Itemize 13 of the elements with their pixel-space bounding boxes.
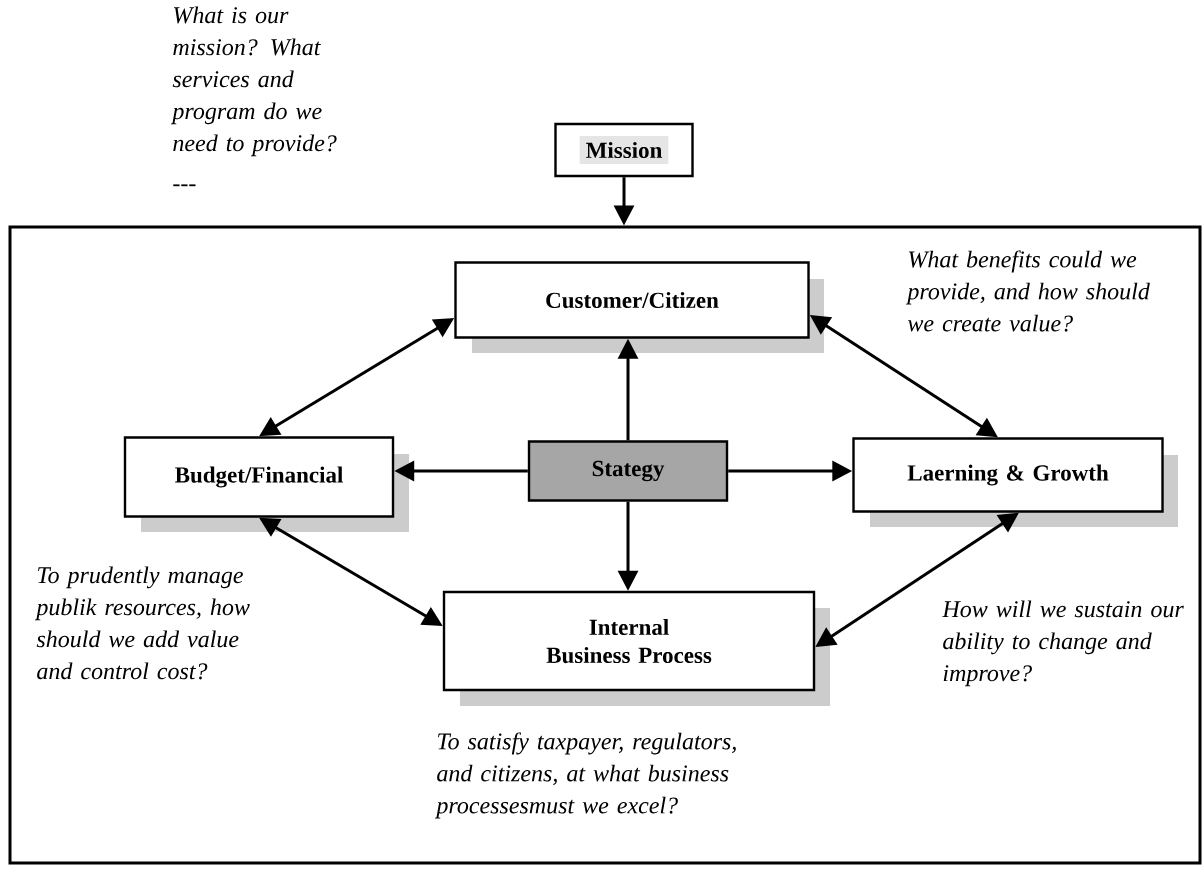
question-text: What is our mission? What services and program do we need to provide? [171,6,337,157]
question-text: To prudently manage publik resources, how should we add value and control cost? [35,566,250,680]
mission-box: Mission [554,122,694,178]
frame-box [8,225,1202,865]
question-text: To satisfy taxpayer, regulators, and citizens, at what business processesmust we excel? [435,732,736,819]
perspective-box: Internal Business Process [442,590,830,706]
perspective-box: Laerning & Growth [852,437,1178,527]
perspective-box: Customer/Citizen [454,261,824,353]
perspective-box: Budget/Financial [123,436,409,532]
strategy-box: Stategy [527,440,729,502]
question-text: What benefits could we provide, and how should we create value? [906,250,1150,332]
question-text: How will we sustain our ability to change and improve? [942,600,1184,687]
question-text: --- [173,184,196,187]
